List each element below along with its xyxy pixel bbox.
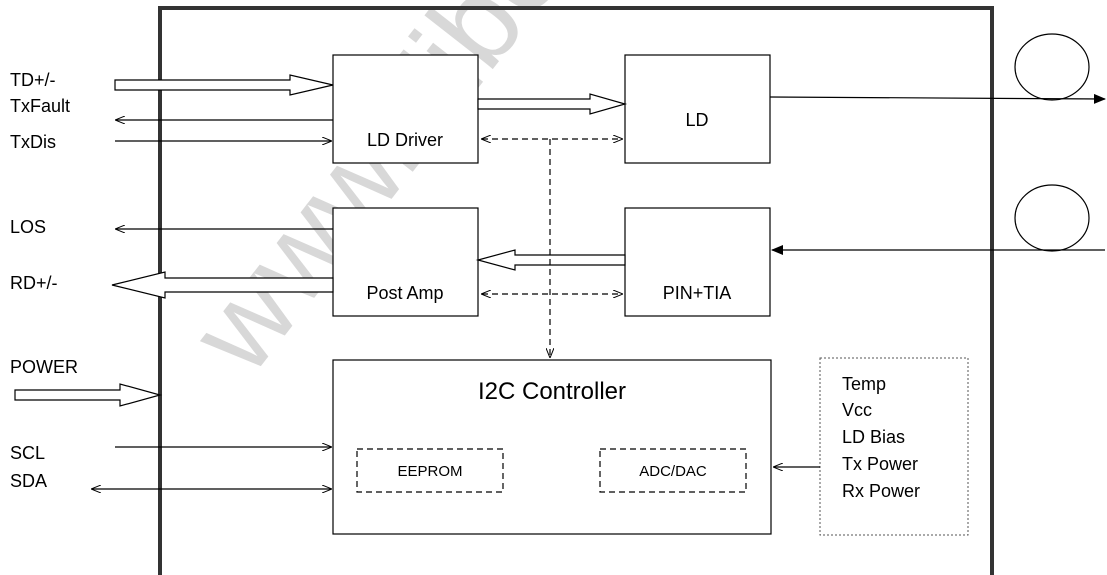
- td-hollow-arrow: [114, 74, 334, 96]
- txfault-label: TxFault: [10, 96, 70, 116]
- pin-tia-block: [624, 207, 771, 317]
- adc-dac-label: ADC/DAC: [639, 463, 707, 480]
- post-amp-block: [332, 207, 479, 317]
- pin-to-postamp-hollow-arrow: [475, 249, 626, 271]
- sda-label: SDA: [10, 471, 47, 491]
- rd-label: RD+/-: [10, 273, 58, 293]
- post-amp-label: Post Amp: [366, 283, 443, 303]
- los-label: LOS: [10, 217, 46, 237]
- monitor-temp: Temp: [842, 374, 886, 394]
- ld-label: LD: [685, 110, 708, 130]
- i2c-controller-block: [332, 359, 772, 535]
- power-hollow-arrow: [14, 383, 163, 407]
- monitor-box: [819, 357, 969, 536]
- monitor-tx-power: Tx Power: [842, 454, 918, 474]
- monitor-vcc: Vcc: [842, 400, 872, 420]
- monitor-ld-bias: LD Bias: [842, 427, 905, 447]
- ld-block: [624, 54, 771, 164]
- eeprom-block: [356, 448, 504, 493]
- tx-fiber-loop: [1014, 33, 1090, 101]
- scl-label: SCL: [10, 443, 45, 463]
- td-label: TD+/-: [10, 70, 56, 90]
- driver-to-ld-hollow-arrow: [477, 93, 628, 115]
- monitor-rx-power: Rx Power: [842, 481, 920, 501]
- ld-to-fiber-arrow: [769, 93, 1106, 104]
- pin-tia-label: PIN+TIA: [663, 283, 732, 303]
- txdis-label: TxDis: [10, 132, 56, 152]
- eeprom-label: EEPROM: [397, 463, 462, 480]
- ld-driver-label: LD Driver: [367, 130, 443, 150]
- ld-driver-block: [332, 54, 479, 164]
- rd-hollow-arrow: [111, 271, 334, 299]
- rx-fiber-loop: [1014, 184, 1090, 252]
- i2c-controller-label: I2C Controller: [478, 378, 626, 405]
- power-label: POWER: [10, 357, 78, 377]
- adc-dac-block: [599, 448, 747, 493]
